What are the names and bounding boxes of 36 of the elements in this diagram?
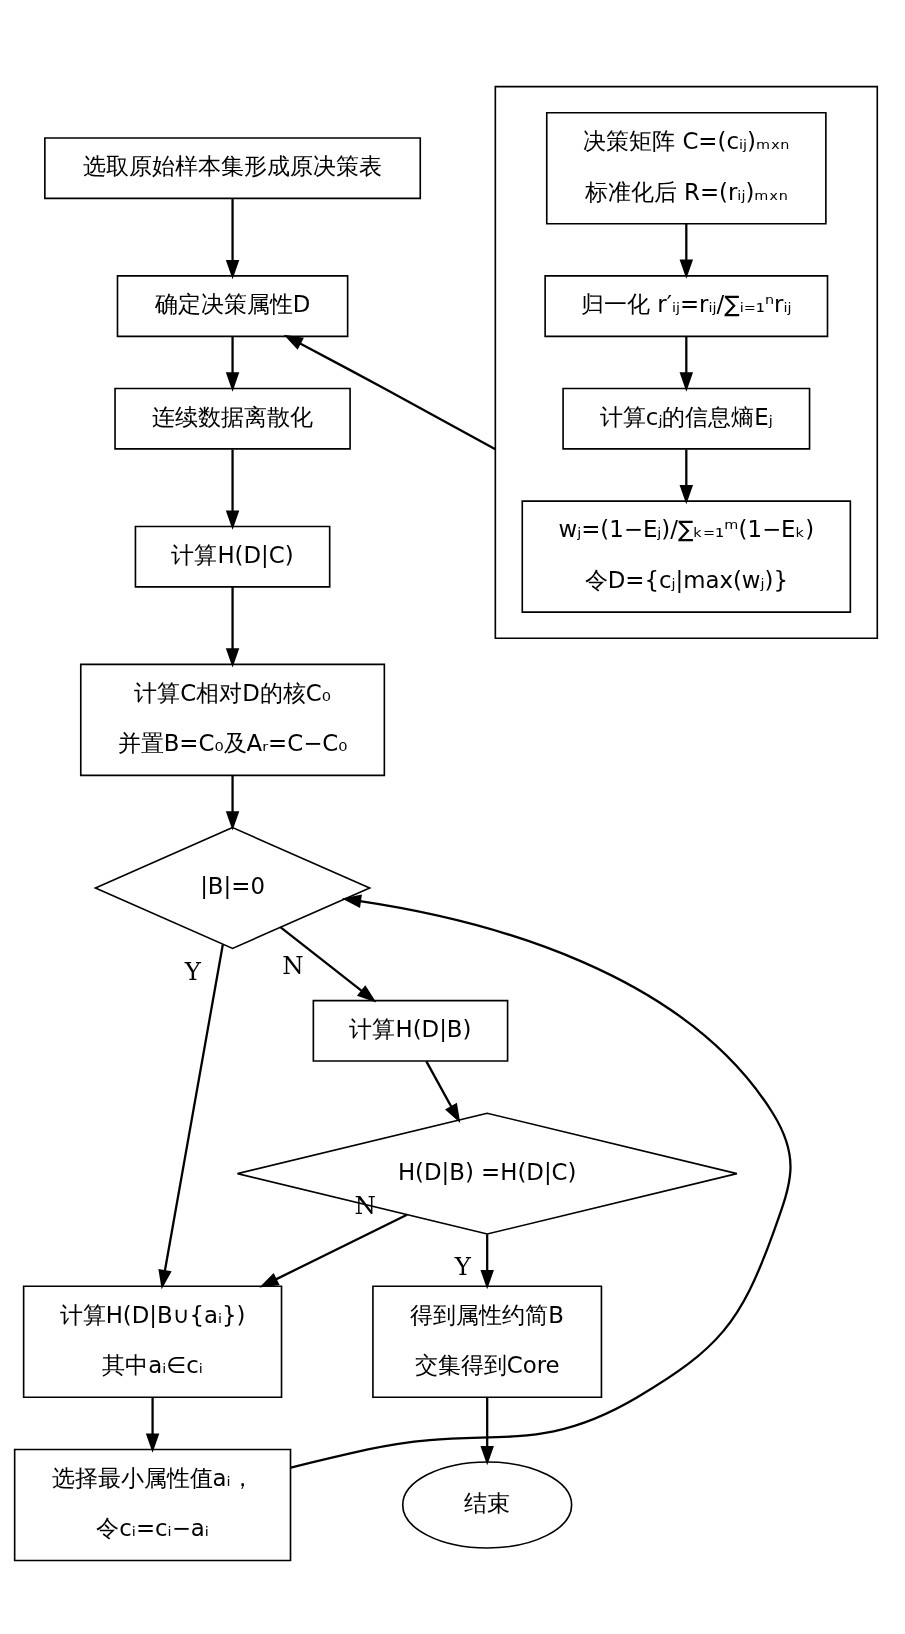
arrow [145, 1397, 160, 1453]
node-box: wⱼ=(1−Eⱼ)/∑ₖ₌₁ᵐ(1−Eₖ) 令D={cⱼ|max(wⱼ)} [521, 500, 852, 613]
edge-label: Y [454, 1251, 471, 1281]
arrow [290, 894, 792, 1469]
node-box: 得到属性约简B 交集得到Core [372, 1285, 603, 1399]
arrow [225, 199, 240, 280]
arrow [283, 334, 496, 451]
arrow [679, 223, 694, 279]
node-box: 选择最小属性值aᵢ， 令cᵢ=cᵢ−aᵢ [13, 1448, 292, 1562]
arrow [225, 586, 240, 668]
arrow [225, 449, 240, 530]
arrow [225, 775, 240, 831]
node-ellipse: 结束 [401, 1461, 573, 1549]
edge-label: Y [184, 957, 201, 987]
edge-label: N [282, 950, 304, 980]
arrow [225, 336, 240, 392]
cluster [494, 85, 879, 640]
arrow [259, 1213, 408, 1288]
node-box: 计算C相对D的核C₀ 并置B=C₀及Aᵣ=C−C₀ [79, 663, 386, 777]
arrow [679, 449, 694, 505]
node-box: 选取原始样本集形成原决策表 [44, 137, 422, 200]
arrow [280, 926, 377, 1003]
node-box: 决策矩阵 C=(cᵢⱼ)ₘₓₙ 标准化后 R=(rᵢⱼ)ₘₓₙ [545, 111, 827, 225]
node-box: 确定决策属性D [116, 275, 349, 338]
node-box: 连续数据离散化 [114, 387, 351, 450]
arrow [679, 336, 694, 392]
node-box: 计算cⱼ的信息熵Eⱼ [562, 387, 811, 450]
arrow [158, 944, 224, 1290]
arrow [480, 1397, 494, 1466]
node-box: 计算H(D|C) [134, 525, 331, 588]
node-box: 归一化 r′ᵢⱼ=rᵢⱼ/∑ᵢ₌₁ⁿrᵢⱼ [544, 275, 829, 338]
node-box: 计算H(D|B) [312, 999, 509, 1062]
arrow [425, 1060, 461, 1124]
arrow [480, 1234, 494, 1290]
node-diamond: |B|=0 [93, 826, 372, 950]
node-box: 计算H(D|B∪{aᵢ}) 其中aᵢ∈cᵢ [22, 1285, 283, 1399]
